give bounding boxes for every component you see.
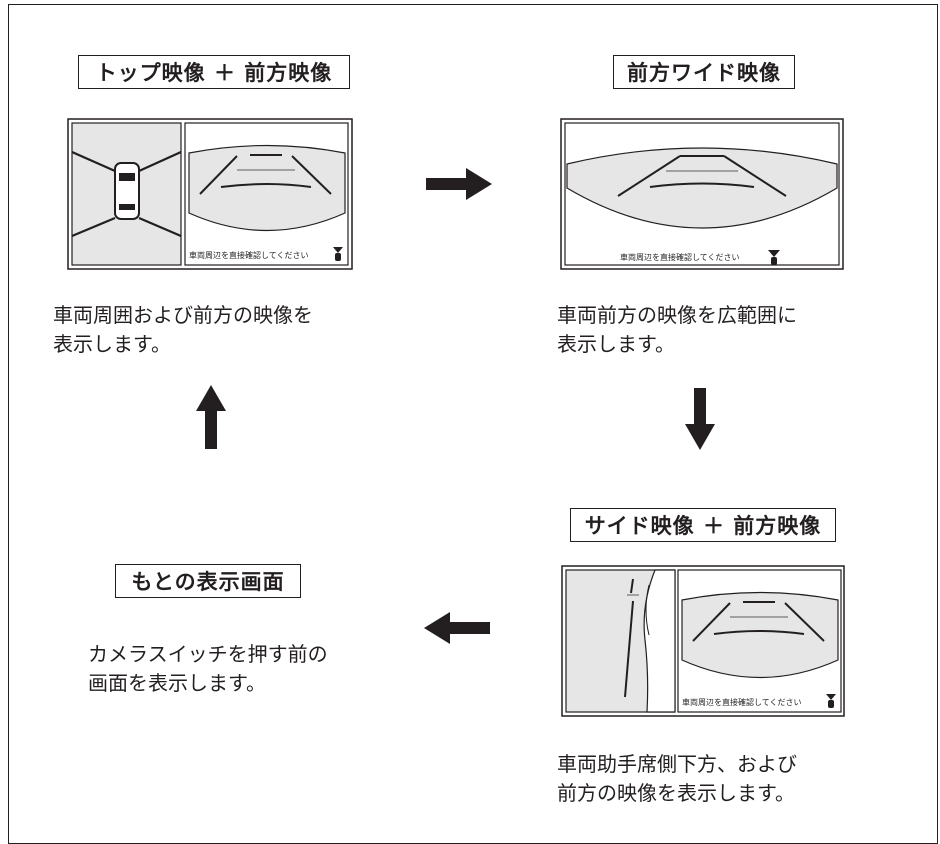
step-title-top-front: トップ映像 ＋ 前方映像 <box>78 55 350 89</box>
screen-caption: 車両周辺を直接確認してください <box>189 251 309 260</box>
step-title-side-front: サイド映像 ＋ 前方映像 <box>570 508 836 542</box>
screen-side-front: 車両周辺を直接確認してください <box>561 565 845 717</box>
step-title-original: もとの表示画面 <box>115 564 301 598</box>
screen-wide-front: 車両周辺を直接確認してください <box>560 118 844 270</box>
arrow-down-icon <box>685 388 715 450</box>
step-desc-side-front: 車両助手席側下方、および 前方の映像を表示します。 <box>557 752 797 805</box>
step-desc-top-front: 車両周囲および前方の映像を 表示します。 <box>53 303 313 356</box>
screen-caption: 車両周辺を直接確認してください <box>682 698 802 707</box>
camera-icon <box>826 694 836 708</box>
step-title-wide-front: 前方ワイド映像 <box>613 55 795 89</box>
arrow-up-icon <box>196 385 226 449</box>
arrow-right-icon <box>426 168 492 200</box>
arrow-left-icon <box>424 612 490 644</box>
screen-top-front: 車両周辺を直接確認してください <box>67 118 353 270</box>
camera-icon <box>768 250 780 265</box>
car-top-icon <box>114 162 140 220</box>
screen-caption: 車両周辺を直接確認してください <box>620 253 740 262</box>
step-desc-original: カメラスイッチを押す前の 画面を表示します。 <box>88 642 328 695</box>
camera-icon <box>333 247 343 261</box>
step-desc-wide-front: 車両前方の映像を広範囲に 表示します。 <box>557 303 797 356</box>
